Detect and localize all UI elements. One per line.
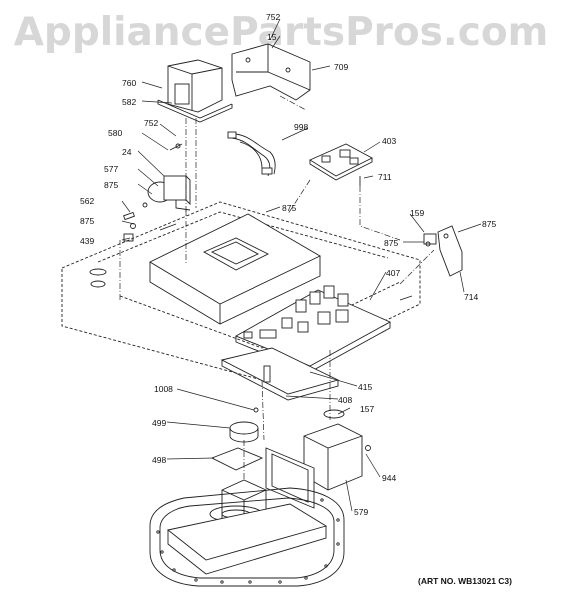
switch-bracket-714-part [423,225,463,277]
callout-159: 159 [410,208,425,218]
small-parts-left [123,202,148,242]
callout-998: 998 [294,122,309,132]
callout-577: 577 [104,164,119,174]
callout-875-b: 875 [282,203,297,213]
callout-875-d: 875 [482,219,497,229]
callout-711: 711 [378,172,392,182]
bracket-709-part [231,43,311,101]
callout-24: 24 [122,147,132,157]
callout-415: 415 [358,382,373,392]
chassis-plate [61,201,421,381]
callout-403: 403 [382,136,397,146]
callout-499: 499 [152,418,167,428]
callout-875-e: 875 [384,238,399,248]
plate-498-part [210,447,264,471]
base-housing-part [149,487,345,587]
callout-875-a: 875 [104,180,119,190]
callout-579: 579 [354,507,369,517]
callout-875-c: 875 [80,216,95,226]
callout-760: 760 [122,78,137,88]
callout-562: 562 [80,196,95,206]
callout-709: 709 [334,62,349,72]
control-board-407-part [234,285,392,373]
transformer-part [157,59,233,123]
chassis-slots [89,223,413,301]
callout-1008: 1008 [154,384,173,394]
callout-15: 15 [267,32,277,42]
motor-577-part [147,143,191,211]
magnetron-579-part [265,409,371,509]
leader-lines [121,18,482,512]
callout-582: 582 [122,97,137,107]
assembly-guide-lines [119,95,435,480]
wire-harness-part [227,131,276,177]
callout-157: 157 [360,404,375,414]
callout-498: 498 [152,455,167,465]
art-number: (ART NO. WB13021 C3) [418,576,512,586]
cap-499-part [229,407,259,443]
watermark-text: AppliancePartsPros.com [13,10,549,55]
callout-439: 439 [80,236,95,246]
callout-752-mid: 752 [144,118,159,128]
callout-408: 408 [338,395,353,405]
callout-944: 944 [382,473,397,483]
cavity-duct-part [149,213,321,325]
callout-407: 407 [386,268,401,278]
callout-714: 714 [464,292,479,302]
circuit-board-403-part [309,143,373,186]
callout-752-top: 752 [266,12,281,22]
callout-580: 580 [108,128,123,138]
